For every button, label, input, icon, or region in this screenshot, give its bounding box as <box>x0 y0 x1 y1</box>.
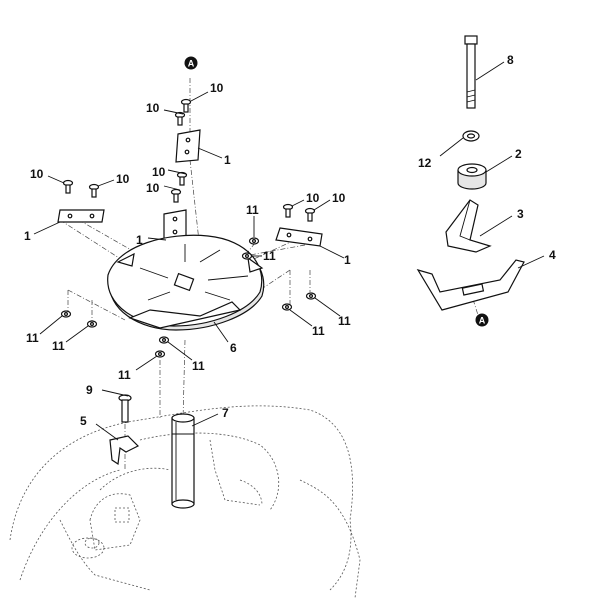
screw-10b <box>174 111 186 126</box>
mower-housing-outline <box>9 405 361 599</box>
label-3: 3 <box>517 207 524 221</box>
label-10: 10 <box>152 165 166 179</box>
label-1: 1 <box>136 233 143 247</box>
blade-4 <box>416 259 525 311</box>
label-11: 11 <box>52 339 65 353</box>
bracket-5 <box>109 435 140 466</box>
screw-10a <box>180 98 192 113</box>
label-9: 9 <box>86 383 93 397</box>
screw-10g <box>282 203 294 218</box>
leader-lines <box>33 61 545 441</box>
label-10: 10 <box>30 167 44 181</box>
nut-11c <box>305 292 317 300</box>
nut-11g <box>158 336 170 344</box>
screw-10h <box>304 207 316 222</box>
label-1: 1 <box>24 229 31 243</box>
label-10: 10 <box>210 81 224 95</box>
label-10: 10 <box>116 172 130 186</box>
washer-12 <box>462 130 480 142</box>
label-8: 8 <box>507 53 514 67</box>
screw-10d <box>170 188 182 203</box>
screw-10c <box>176 171 188 186</box>
label-11: 11 <box>26 331 39 345</box>
label-1: 1 <box>224 153 231 167</box>
label-6: 6 <box>230 341 237 355</box>
screw-9 <box>118 394 132 423</box>
label-11: 11 <box>192 359 205 373</box>
svg-text:A: A <box>479 316 486 326</box>
blade-adapter-3 <box>445 199 492 253</box>
cutter-disc-6 <box>107 234 265 331</box>
label-11: 11 <box>263 249 276 263</box>
screws-10 <box>62 98 316 222</box>
label-12: 12 <box>418 156 432 170</box>
label-10: 10 <box>332 191 346 205</box>
long-bolt-8 <box>464 35 478 109</box>
label-7: 7 <box>222 406 229 420</box>
callout-a-right: A <box>475 313 489 327</box>
label-11: 11 <box>338 314 351 328</box>
nut-11e <box>60 310 72 318</box>
label-4: 4 <box>549 248 556 262</box>
nut-11b <box>241 252 253 260</box>
label-10: 10 <box>146 181 160 195</box>
nut-11h <box>154 350 166 358</box>
plate-1-mid <box>163 209 187 243</box>
label-11: 11 <box>118 368 131 382</box>
spacer-2 <box>457 163 487 190</box>
nut-11a <box>248 237 260 245</box>
plate-1-left <box>57 209 105 223</box>
nut-11f <box>86 320 98 328</box>
label-11: 11 <box>312 324 325 338</box>
plate-1-top <box>175 129 201 163</box>
plate-1-right <box>275 227 323 247</box>
nut-11d <box>281 303 293 311</box>
screw-10f <box>88 183 100 198</box>
screw-10e <box>62 179 74 194</box>
label-10: 10 <box>146 101 160 115</box>
label-11: 11 <box>246 203 259 217</box>
label-2: 2 <box>515 147 522 161</box>
label-1: 1 <box>344 253 351 267</box>
label-5: 5 <box>80 414 87 428</box>
shaft-7 <box>171 413 195 509</box>
part-labels: 1 1 1 1 2 3 4 5 6 7 8 9 10 10 10 10 10 1… <box>24 53 556 428</box>
nuts-11 <box>60 237 317 358</box>
svg-text:A: A <box>188 59 195 69</box>
label-10: 10 <box>306 191 320 205</box>
callout-a-top: A <box>184 56 198 70</box>
